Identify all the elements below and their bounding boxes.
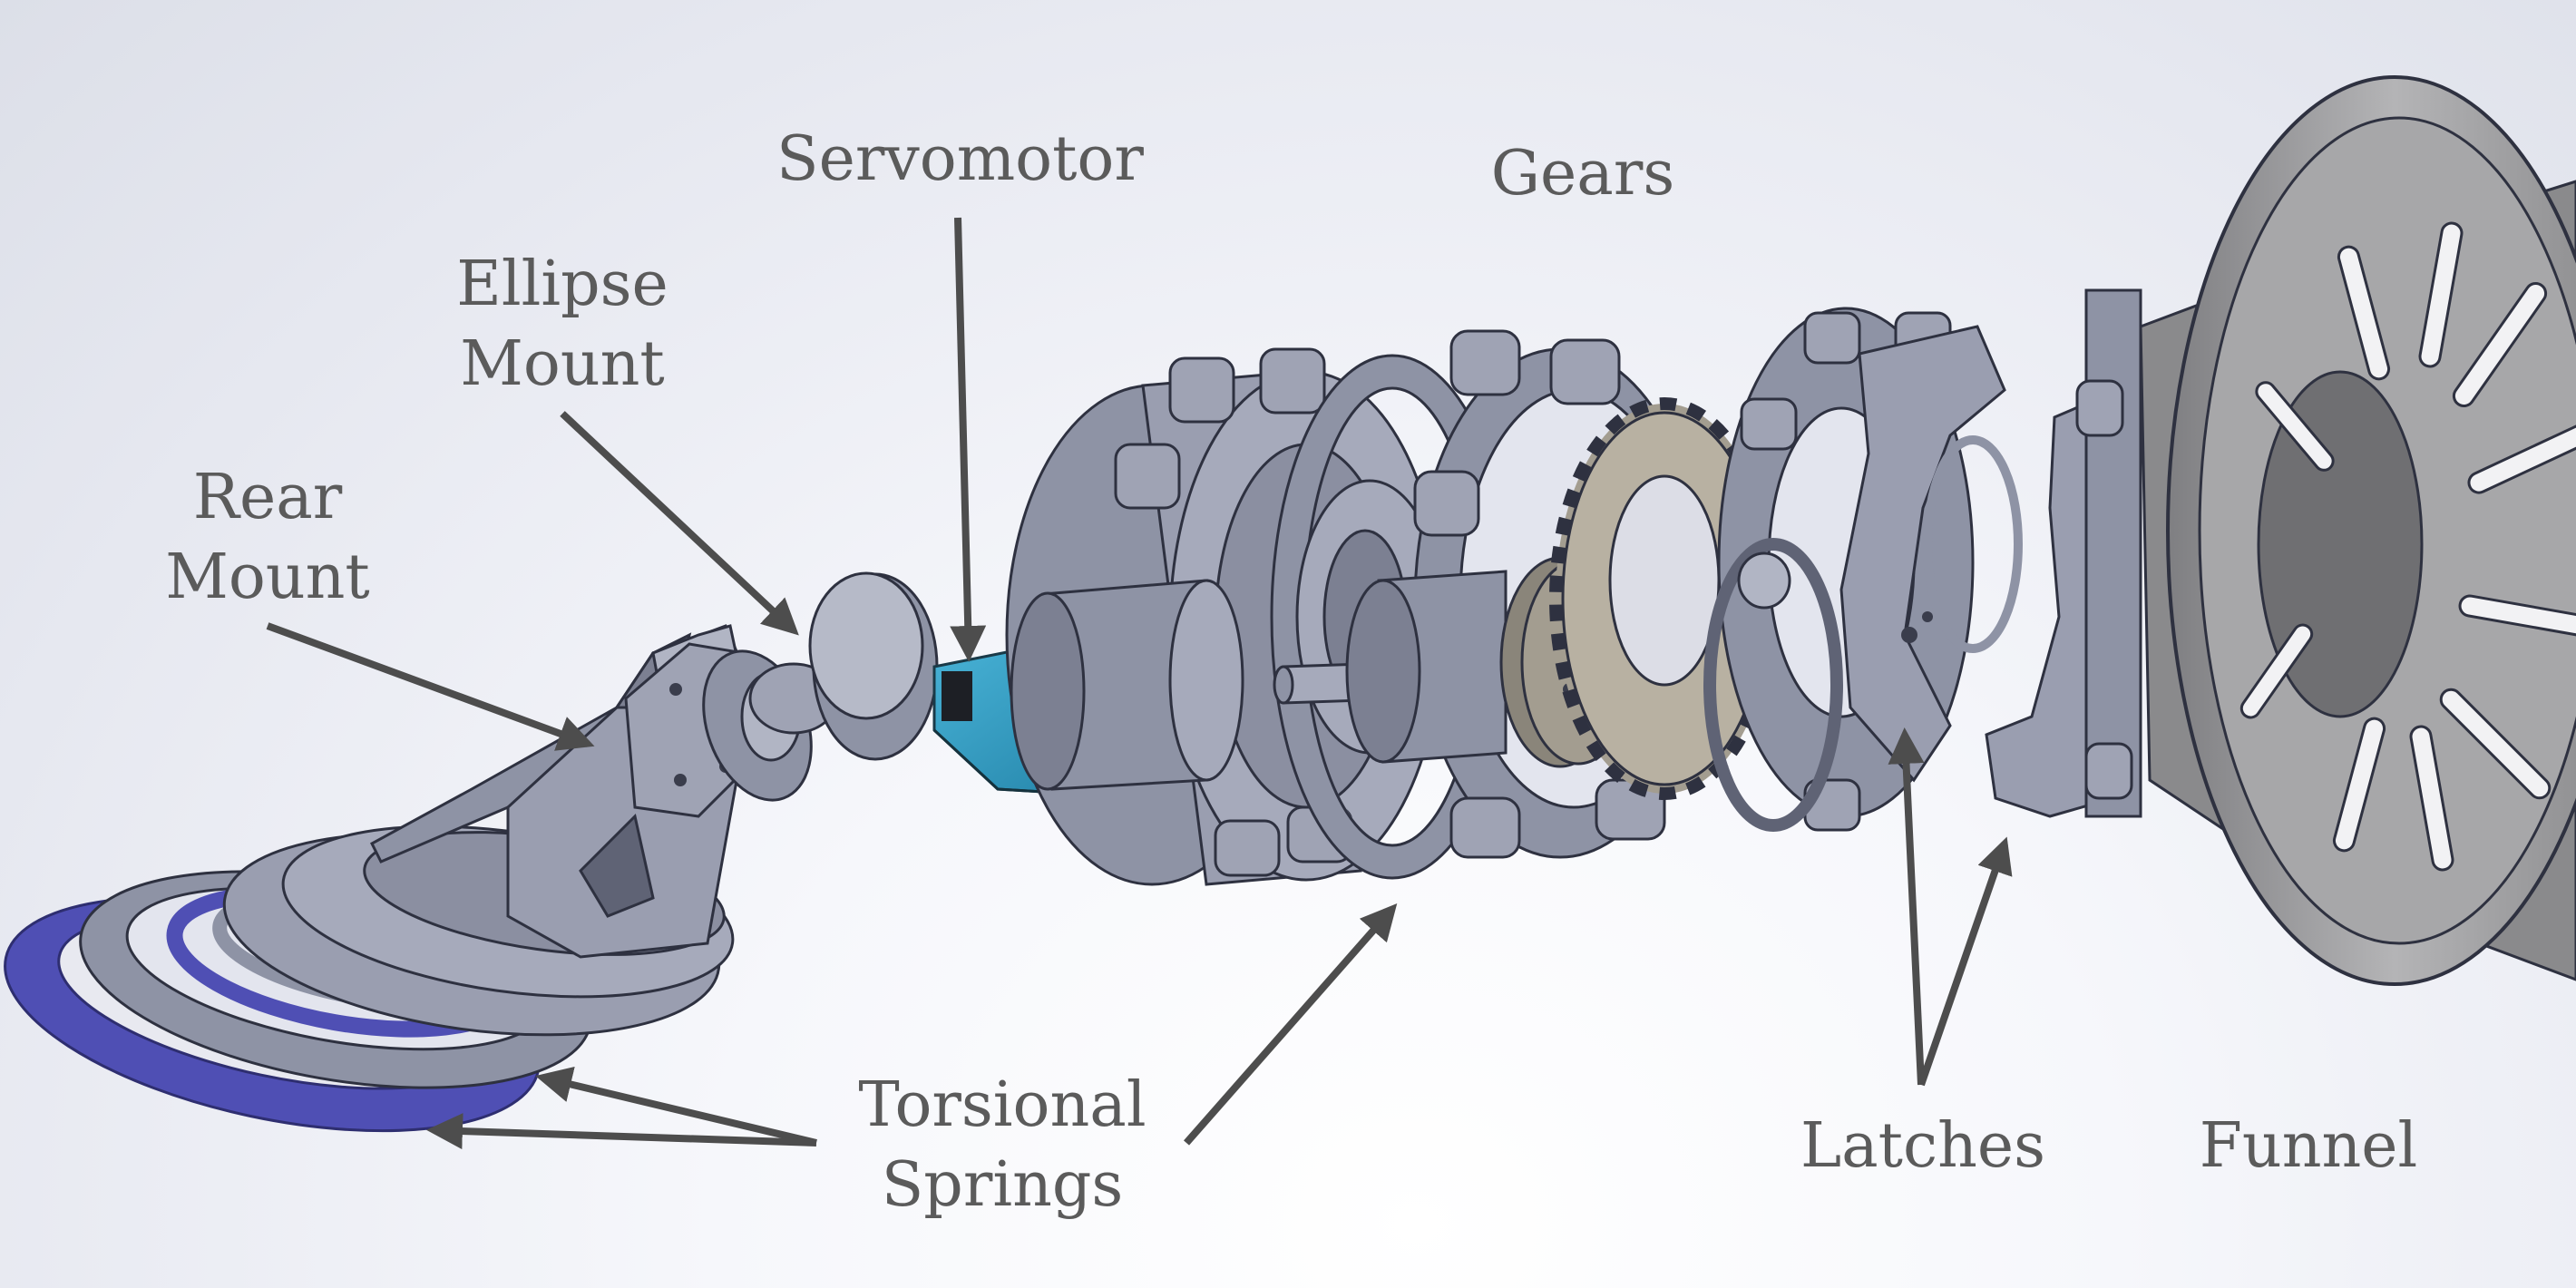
funnel xyxy=(2075,75,2576,986)
springs-arrow-3 xyxy=(1183,903,1398,1146)
springs-arrow-2 xyxy=(426,1113,817,1150)
latch-ring xyxy=(1923,435,2023,653)
servomotor-label: Servomotor xyxy=(776,123,1144,195)
servomotor-arrow xyxy=(950,217,987,662)
rear-mount-label: Rear Mount xyxy=(165,462,370,613)
rear-mount xyxy=(370,624,839,959)
ellipse-mount-label: Ellipse Mount xyxy=(456,249,668,400)
latch-1 xyxy=(1839,325,2006,783)
ellipse-mount xyxy=(808,571,939,761)
latches-arrow-1 xyxy=(1888,727,1925,1086)
latches-arrow-2 xyxy=(1917,836,2013,1087)
torsional-springs-label: Torsional Springs xyxy=(858,1069,1147,1221)
rear-mount-arrow xyxy=(266,622,595,751)
gears-label: Gears xyxy=(1490,138,1675,210)
latches-label: Latches xyxy=(1800,1110,2046,1182)
ellipse-mount-arrow xyxy=(560,411,799,636)
leader-arrows xyxy=(266,217,2013,1150)
springs-arrow-1 xyxy=(535,1066,817,1147)
funnel-label: Funnel xyxy=(2199,1110,2418,1182)
